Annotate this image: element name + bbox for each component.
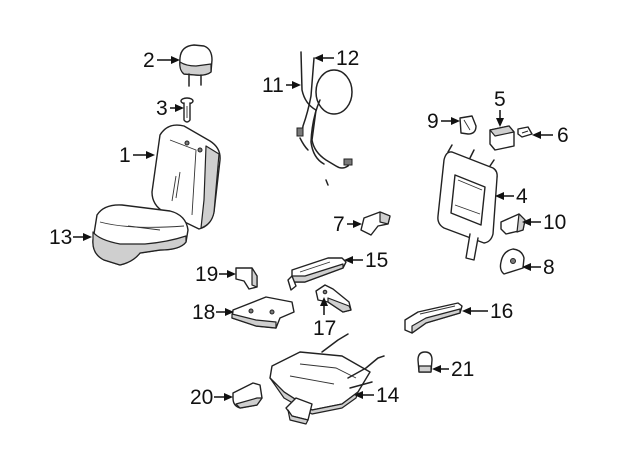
part-3-headrest-guide[interactable] bbox=[180, 97, 194, 123]
part-18-base-plate[interactable] bbox=[231, 296, 295, 329]
callout-number: 9 bbox=[427, 110, 439, 133]
callout-11: 11 bbox=[262, 74, 301, 97]
callout-6: 6 bbox=[532, 124, 569, 147]
callout-20: 20 bbox=[190, 386, 233, 409]
part-10-bracket[interactable] bbox=[500, 213, 526, 235]
callout-number: 12 bbox=[336, 47, 359, 70]
callout-number: 4 bbox=[516, 185, 528, 208]
part-19-clip[interactable] bbox=[235, 267, 258, 290]
callout-5: 5 bbox=[494, 88, 506, 127]
part-20-pad[interactable] bbox=[232, 382, 263, 409]
callout-1: 1 bbox=[119, 144, 155, 167]
part-4-seat-frame[interactable] bbox=[437, 144, 498, 261]
callout-number: 10 bbox=[543, 211, 566, 234]
callout-18: 18 bbox=[192, 301, 234, 324]
callout-number: 20 bbox=[190, 386, 213, 409]
callout-21: 21 bbox=[432, 358, 474, 381]
callout-number: 1 bbox=[119, 144, 131, 167]
part-16-rail[interactable] bbox=[404, 302, 463, 334]
callout-number: 7 bbox=[333, 213, 345, 236]
part-5-latch[interactable] bbox=[489, 125, 515, 151]
part-13-seat-cushion[interactable] bbox=[92, 204, 189, 266]
callout-10: 10 bbox=[522, 211, 566, 234]
part-7-bracket[interactable] bbox=[360, 211, 391, 236]
callout-19: 19 bbox=[195, 263, 236, 286]
callout-number: 16 bbox=[490, 300, 513, 323]
part-17-bracket[interactable] bbox=[315, 284, 352, 313]
callout-8: 8 bbox=[522, 256, 555, 279]
part-6-bracket[interactable] bbox=[517, 126, 533, 138]
callout-14: 14 bbox=[354, 384, 400, 407]
part-8-plate[interactable] bbox=[499, 248, 525, 275]
callout-number: 11 bbox=[262, 74, 284, 97]
callout-number: 8 bbox=[543, 256, 555, 279]
callout-17: 17 bbox=[313, 297, 336, 340]
part-15-track[interactable] bbox=[287, 257, 347, 291]
callout-number: 19 bbox=[195, 263, 218, 286]
callout-15: 15 bbox=[344, 249, 388, 272]
callout-7: 7 bbox=[333, 213, 362, 236]
callout-number: 18 bbox=[192, 301, 215, 324]
callout-4: 4 bbox=[495, 185, 528, 208]
callout-number: 21 bbox=[451, 358, 474, 381]
callout-number: 14 bbox=[376, 384, 400, 407]
callout-number: 3 bbox=[156, 97, 168, 120]
part-11-12-wire-harness[interactable] bbox=[296, 51, 353, 186]
callout-number: 6 bbox=[557, 124, 569, 147]
part-2-headrest[interactable] bbox=[179, 44, 213, 87]
part-9-clip[interactable] bbox=[459, 115, 477, 135]
callout-12: 12 bbox=[314, 47, 359, 70]
callout-number: 15 bbox=[365, 249, 388, 272]
part-14-seat-base[interactable] bbox=[269, 333, 385, 425]
callout-number: 2 bbox=[143, 49, 155, 72]
callout-16: 16 bbox=[462, 300, 513, 323]
callout-2: 2 bbox=[143, 49, 180, 72]
callout-number: 17 bbox=[313, 317, 336, 340]
callout-3: 3 bbox=[156, 97, 184, 120]
callout-number: 13 bbox=[49, 226, 72, 249]
part-21-cap[interactable] bbox=[417, 351, 433, 373]
callout-9: 9 bbox=[427, 110, 460, 133]
callout-13: 13 bbox=[49, 226, 92, 249]
part-1-seat-back[interactable] bbox=[151, 124, 221, 230]
callout-number: 5 bbox=[494, 88, 506, 111]
